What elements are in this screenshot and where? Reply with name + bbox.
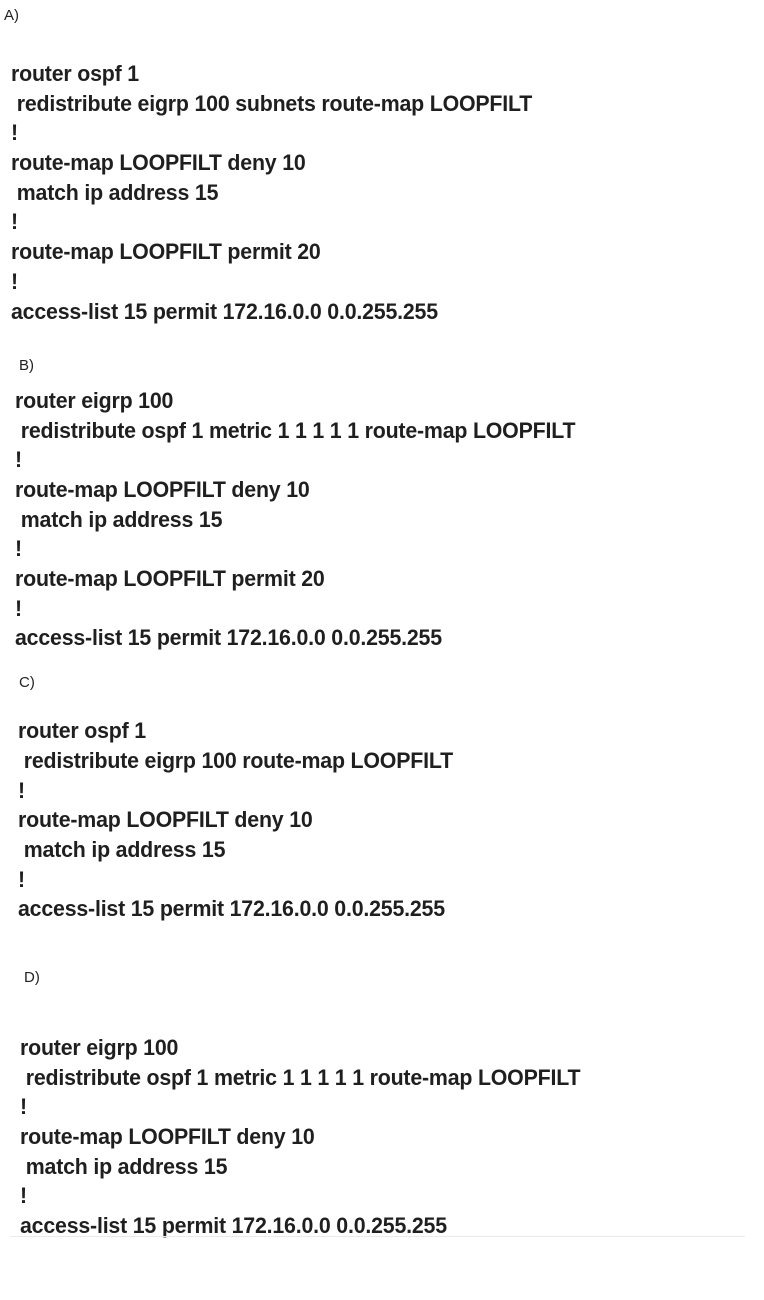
code-line: route-map LOOPFILT deny 10: [11, 150, 306, 175]
code-line: !: [20, 1094, 27, 1119]
code-line: !: [11, 120, 18, 145]
code-line: !: [15, 536, 22, 561]
code-line: redistribute ospf 1 metric 1 1 1 1 1 rou…: [20, 1065, 581, 1090]
code-line: router eigrp 100: [20, 1035, 179, 1060]
code-line: !: [11, 269, 18, 294]
code-line: access-list 15 permit 172.16.0.0 0.0.255…: [11, 299, 438, 324]
option-d-label: D): [24, 969, 40, 986]
option-a-label: A): [4, 7, 19, 24]
code-line: router eigrp 100: [15, 388, 174, 413]
code-line: router ospf 1: [18, 718, 146, 743]
code-line: match ip address 15: [18, 837, 226, 862]
code-line: !: [20, 1183, 27, 1208]
option-b-label: B): [19, 357, 34, 374]
code-line: route-map LOOPFILT deny 10: [15, 477, 310, 502]
code-line: match ip address 15: [11, 180, 219, 205]
code-line: route-map LOOPFILT deny 10: [20, 1124, 315, 1149]
code-line: !: [11, 209, 18, 234]
code-line: !: [15, 596, 22, 621]
code-line: access-list 15 permit 172.16.0.0 0.0.255…: [15, 625, 442, 650]
code-line: redistribute eigrp 100 route-map LOOPFIL…: [18, 748, 453, 773]
code-line: match ip address 15: [15, 507, 223, 532]
code-line: redistribute eigrp 100 subnets route-map…: [11, 91, 533, 116]
code-line: redistribute ospf 1 metric 1 1 1 1 1 rou…: [15, 418, 576, 443]
code-line: access-list 15 permit 172.16.0.0 0.0.255…: [20, 1213, 447, 1238]
code-line: access-list 15 permit 172.16.0.0 0.0.255…: [18, 896, 445, 921]
code-line: route-map LOOPFILT deny 10: [18, 807, 313, 832]
option-c-label: C): [19, 674, 35, 691]
code-line: !: [18, 778, 25, 803]
code-line: route-map LOOPFILT permit 20: [15, 566, 325, 591]
code-line: !: [18, 867, 25, 892]
bottom-divider: [10, 1236, 745, 1237]
code-line: router ospf 1: [11, 61, 139, 86]
code-line: !: [15, 447, 22, 472]
code-line: route-map LOOPFILT permit 20: [11, 239, 321, 264]
code-line: match ip address 15: [20, 1154, 228, 1179]
